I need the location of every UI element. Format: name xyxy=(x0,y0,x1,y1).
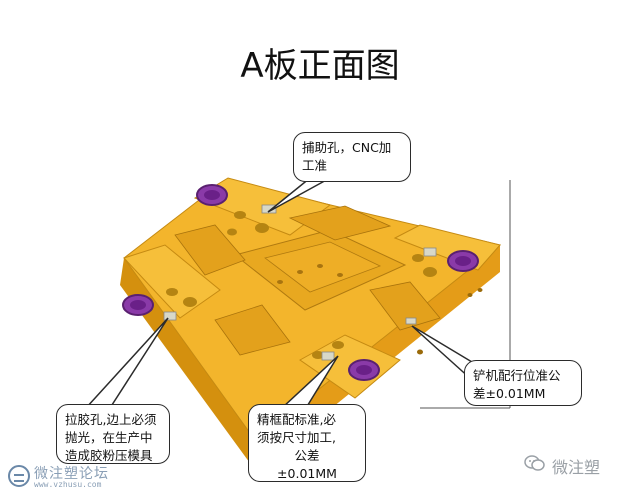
forum-logo-icon xyxy=(8,465,30,487)
hole xyxy=(423,267,437,277)
watermark-left-url: www.vzhusu.com xyxy=(34,480,102,489)
callout-line: 工准 xyxy=(302,158,328,173)
hole xyxy=(234,211,246,219)
side-hole xyxy=(417,349,423,355)
callout-line: 捕助孔，CNC加 xyxy=(302,140,392,155)
hole xyxy=(337,273,343,277)
insert-right xyxy=(423,247,437,257)
hole xyxy=(297,270,303,274)
page-title: A板正面图 xyxy=(240,46,400,86)
guide-bushing-top-left-inner xyxy=(204,190,220,200)
slide-pocket-bottom xyxy=(214,304,291,356)
guide-bushing-right-inner xyxy=(455,256,471,266)
callout-sprue-puller: 拉胶孔,边上必须 抛光，在生产中 造成胶粉压模具 xyxy=(56,404,170,464)
insert-bottom xyxy=(321,351,335,361)
insert-top xyxy=(261,204,277,214)
watermark-left: 微注塑论坛 www.vzhusu.com xyxy=(4,462,124,492)
callout-line: 公差 xyxy=(294,448,320,463)
guide-bushing-left-inner xyxy=(130,300,146,310)
callout-line: 差±0.01MM xyxy=(473,386,546,401)
hole xyxy=(166,288,178,296)
slide-pocket-right xyxy=(369,281,441,331)
wechat-icon xyxy=(524,455,545,471)
insert-slide xyxy=(405,317,417,325)
side-hole xyxy=(477,288,483,292)
callout-slide-tolerance: 铲机配行位准公 差±0.01MM xyxy=(464,360,582,406)
plate-side-left xyxy=(120,258,255,470)
slide-pocket-top xyxy=(288,205,392,241)
callout-pointer-bottom-left xyxy=(84,317,169,409)
hole xyxy=(277,280,283,284)
guide-bushing-bottom-inner xyxy=(356,365,372,375)
callout-line: 造成胶粉压模具 xyxy=(65,448,153,463)
hole xyxy=(412,254,424,262)
callout-line: 精框配标准,必 xyxy=(257,412,336,427)
hole xyxy=(227,228,237,236)
side-hole xyxy=(467,293,473,297)
slide-pocket-left xyxy=(174,224,246,276)
hole xyxy=(312,351,324,359)
hole xyxy=(255,223,269,233)
watermark-left-text: 微注塑论坛 xyxy=(34,466,109,482)
insert-left xyxy=(163,311,177,321)
callout-line: 铲机配行位准公 xyxy=(473,368,561,383)
callout-cnc-reference-holes: 捕助孔，CNC加 工准 xyxy=(293,132,411,182)
callout-line: ±0.01MM xyxy=(277,466,337,481)
hole xyxy=(317,264,323,268)
hole xyxy=(332,341,344,349)
callout-line: 须按尺寸加工, xyxy=(257,430,336,445)
hole xyxy=(183,297,197,307)
callout-line: 抛光，在生产中 xyxy=(65,430,153,445)
callout-line: 拉胶孔,边上必须 xyxy=(65,412,157,427)
watermark-right: 微注塑 xyxy=(520,450,630,480)
callout-frame-tolerance: 精框配标准,必 须按尺寸加工, 公差 ±0.01MM xyxy=(248,404,366,482)
watermark-right-text: 微注塑 xyxy=(552,458,601,477)
